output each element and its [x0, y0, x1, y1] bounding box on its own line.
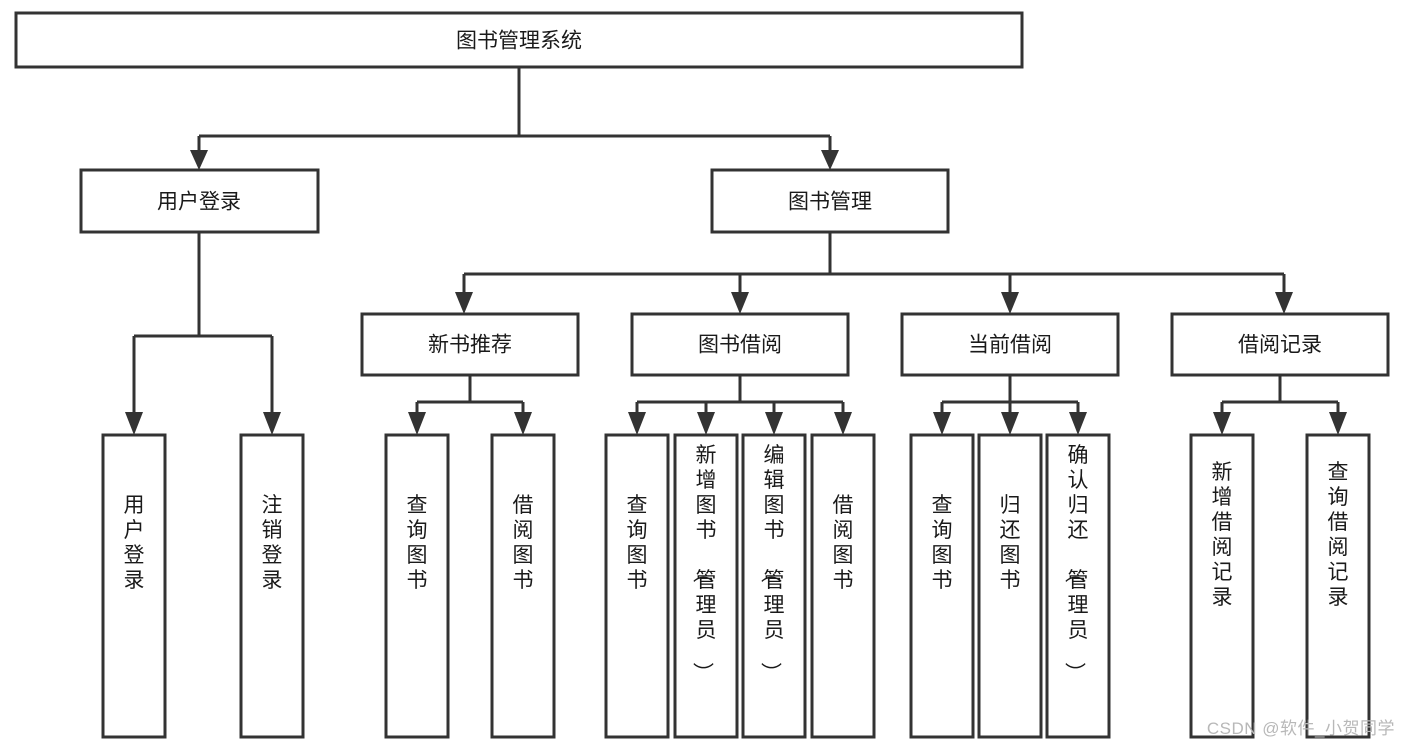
- node-book-borrow-label: 图书借阅: [698, 334, 782, 357]
- arrow-head-leaf-add-record: [1213, 412, 1231, 435]
- node-leaf-user-login-label: 用户登录: [124, 494, 145, 592]
- node-user-login-box[interactable]: [79, 168, 320, 234]
- node-leaf-query-book-2-box[interactable]: [604, 433, 670, 739]
- node-user-login-label: 用户登录: [157, 191, 241, 214]
- arrow-head-leaf-add-book: [697, 412, 715, 435]
- node-leaf-edit-book-label: 编辑图书（管理员）: [759, 444, 785, 683]
- node-new-book-rec-label: 新书推荐: [428, 334, 512, 357]
- node-current-borrow-box[interactable]: [900, 312, 1120, 377]
- node-current-borrow[interactable]: 当前借阅: [900, 312, 1120, 377]
- node-leaf-add-record[interactable]: 新增借阅记录: [1189, 433, 1255, 739]
- node-leaf-add-record-label: 新增借阅记录: [1212, 461, 1233, 609]
- arrow-head-leaf-borrow-book-1: [514, 412, 532, 435]
- node-book-manage-label: 图书管理: [788, 191, 872, 214]
- arrow-head-current-borrow: [1001, 292, 1019, 314]
- node-leaf-confirm-return-label: 确认归还（管理员）: [1063, 444, 1089, 683]
- node-leaf-query-record-box[interactable]: [1305, 433, 1371, 739]
- node-root[interactable]: 图书管理系统: [14, 11, 1024, 69]
- node-leaf-return-book-box[interactable]: [977, 433, 1043, 739]
- arrow-head-leaf-user-login: [125, 412, 143, 435]
- node-leaf-logout-box[interactable]: [239, 433, 305, 739]
- node-borrow-record-label: 借阅记录: [1238, 334, 1322, 357]
- node-leaf-borrow-book-1-label: 借阅图书: [513, 494, 534, 592]
- node-leaf-query-book-3-label: 查询图书: [932, 494, 953, 592]
- node-book-borrow-box[interactable]: [630, 312, 850, 377]
- node-leaf-confirm-return[interactable]: 确认归还（管理员）: [1045, 433, 1111, 739]
- arrow-head-leaf-query-book-2: [628, 412, 646, 435]
- node-leaf-add-book-label: 新增图书（管理员）: [691, 444, 717, 683]
- node-leaf-edit-book[interactable]: 编辑图书（管理员）: [741, 433, 807, 739]
- node-current-borrow-label: 当前借阅: [968, 334, 1052, 357]
- node-leaf-query-book-1-label: 查询图书: [407, 494, 428, 592]
- node-leaf-add-book[interactable]: 新增图书（管理员）: [673, 433, 739, 739]
- arrow-head-leaf-logout: [263, 412, 281, 435]
- node-borrow-record[interactable]: 借阅记录: [1170, 312, 1390, 377]
- node-leaf-borrow-book-2-box[interactable]: [810, 433, 876, 739]
- arrow-head-leaf-borrow-book-2: [834, 412, 852, 435]
- node-leaf-borrow-book-2[interactable]: 借阅图书: [810, 433, 876, 739]
- node-root-label: 图书管理系统: [456, 30, 582, 53]
- node-leaf-user-login[interactable]: 用户登录: [101, 433, 167, 739]
- node-leaf-borrow-book-2-label: 借阅图书: [833, 494, 854, 592]
- arrow-head-book-manage: [821, 150, 839, 170]
- node-new-book-rec-box[interactable]: [360, 312, 580, 377]
- node-leaf-query-record[interactable]: 查询借阅记录: [1305, 433, 1371, 739]
- node-leaf-logout[interactable]: 注销登录: [239, 433, 305, 739]
- node-root-box[interactable]: [14, 11, 1024, 69]
- arrow-head-leaf-confirm-return: [1069, 412, 1087, 435]
- arrow-head-leaf-query-record: [1329, 412, 1347, 435]
- node-leaf-return-book-label: 归还图书: [1000, 494, 1021, 592]
- arrow-head-new-book-rec: [455, 292, 473, 314]
- node-leaf-add-record-box[interactable]: [1189, 433, 1255, 739]
- node-leaf-query-record-label: 查询借阅记录: [1328, 461, 1349, 609]
- arrow-head-book-borrow: [731, 292, 749, 314]
- arrow-head-leaf-edit-book: [765, 412, 783, 435]
- arrow-head-user-login: [190, 150, 208, 170]
- node-leaf-user-login-box[interactable]: [101, 433, 167, 739]
- node-book-manage-box[interactable]: [710, 168, 950, 234]
- node-leaf-add-book-box[interactable]: [673, 433, 739, 739]
- node-leaf-query-book-2[interactable]: 查询图书: [604, 433, 670, 739]
- node-leaf-return-book[interactable]: 归还图书: [977, 433, 1043, 739]
- node-borrow-record-box[interactable]: [1170, 312, 1390, 377]
- node-leaf-query-book-1[interactable]: 查询图书: [384, 433, 450, 739]
- node-leaf-logout-label: 注销登录: [262, 494, 283, 592]
- node-book-borrow[interactable]: 图书借阅: [630, 312, 850, 377]
- node-leaf-confirm-return-box[interactable]: [1045, 433, 1111, 739]
- node-leaf-query-book-1-box[interactable]: [384, 433, 450, 739]
- arrow-head-leaf-return-book: [1001, 412, 1019, 435]
- node-leaf-borrow-book-1[interactable]: 借阅图书: [490, 433, 556, 739]
- node-leaf-borrow-book-1-box[interactable]: [490, 433, 556, 739]
- node-user-login[interactable]: 用户登录: [79, 168, 320, 234]
- arrow-head-borrow-record: [1275, 292, 1293, 314]
- arrow-head-leaf-query-book-3: [933, 412, 951, 435]
- arrow-head-leaf-query-book-1: [408, 412, 426, 435]
- node-book-manage[interactable]: 图书管理: [710, 168, 950, 234]
- node-leaf-query-book-3[interactable]: 查询图书: [909, 433, 975, 739]
- node-new-book-rec[interactable]: 新书推荐: [360, 312, 580, 377]
- node-leaf-query-book-2-label: 查询图书: [627, 494, 648, 592]
- node-leaf-edit-book-box[interactable]: [741, 433, 807, 739]
- connector-layer: [125, 67, 1347, 435]
- node-leaf-query-book-3-box[interactable]: [909, 433, 975, 739]
